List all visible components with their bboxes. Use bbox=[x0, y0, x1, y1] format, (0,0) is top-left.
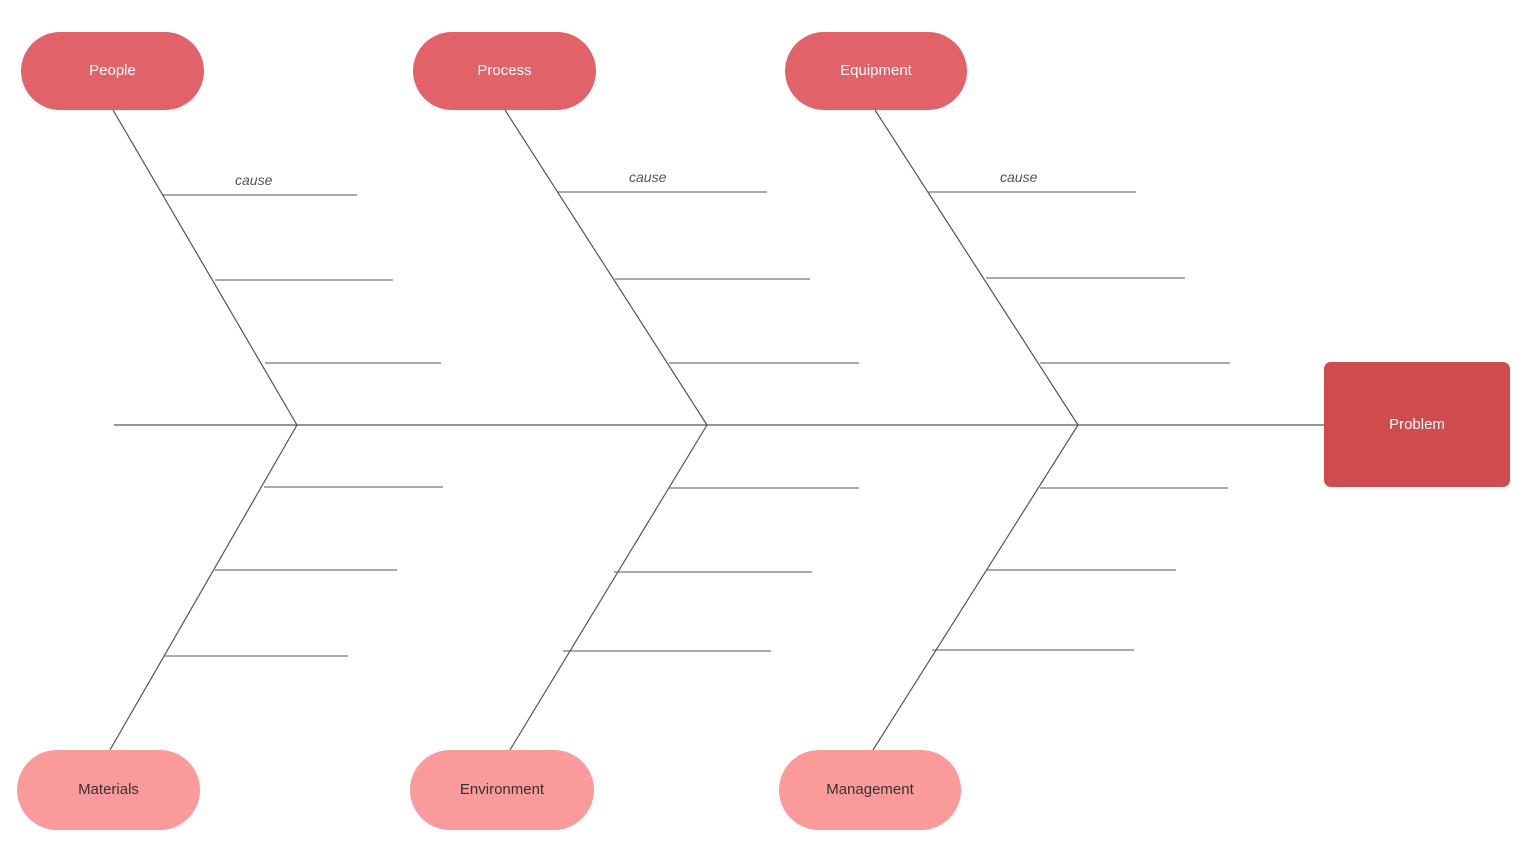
category-node-materials[interactable]: Materials bbox=[17, 750, 200, 830]
problem-node[interactable]: Problem bbox=[1324, 362, 1510, 487]
rib-line-management bbox=[872, 424, 1079, 751]
rib-line-people bbox=[112, 109, 298, 426]
category-node-people[interactable]: People bbox=[21, 32, 204, 110]
cause-label-equipment-1[interactable]: cause bbox=[1000, 169, 1038, 185]
category-node-equipment[interactable]: Equipment bbox=[785, 32, 967, 110]
rib-line-process bbox=[504, 109, 708, 426]
rib-line-materials bbox=[109, 424, 298, 751]
problem-node-label: Problem bbox=[1389, 415, 1445, 433]
category-node-process[interactable]: Process bbox=[413, 32, 596, 110]
rib-line-environment bbox=[509, 424, 708, 751]
cause-label-people-1[interactable]: cause bbox=[235, 172, 273, 188]
category-node-label: Environment bbox=[459, 781, 545, 798]
category-node-label: Management bbox=[826, 781, 914, 798]
category-node-label: Equipment bbox=[840, 62, 912, 79]
category-node-label: People bbox=[89, 62, 136, 79]
cause-label-process-1[interactable]: cause bbox=[629, 169, 667, 185]
category-node-environment[interactable]: Environment bbox=[410, 750, 594, 830]
rib-line-equipment bbox=[874, 109, 1079, 426]
category-node-management[interactable]: Management bbox=[779, 750, 961, 830]
category-node-label: Materials bbox=[78, 781, 139, 798]
category-node-label: Process bbox=[477, 62, 532, 79]
